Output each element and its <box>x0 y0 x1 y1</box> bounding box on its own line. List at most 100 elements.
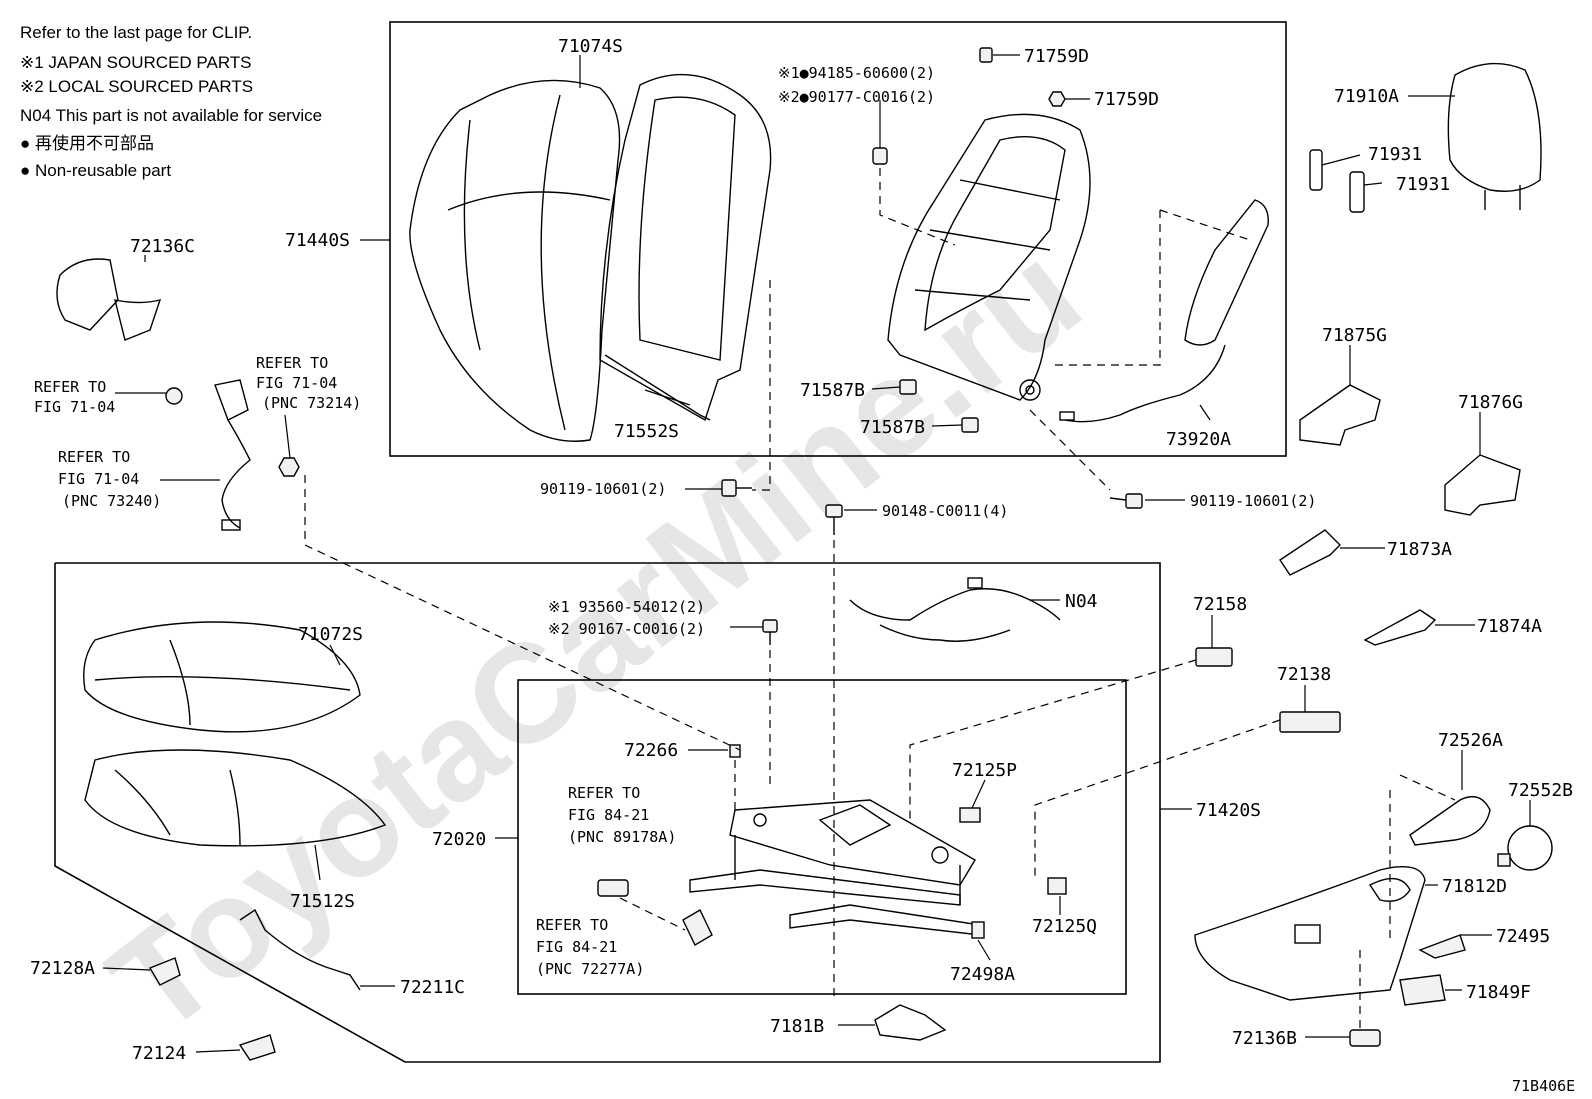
clip-71759D-b-part <box>1048 91 1066 107</box>
cover-72495-part <box>1418 934 1466 959</box>
seat-cushion-cover-part <box>83 621 361 733</box>
label-73920A: 73920A <box>1166 429 1231 450</box>
refer-3-line-1: REFER TO <box>58 448 130 466</box>
wire-harness-N04-part <box>849 577 1061 642</box>
refer-3-line-3: (PNC 73240) <box>62 492 161 510</box>
label-72128A: 72128A <box>30 958 95 979</box>
bolt-90148-part <box>825 504 843 535</box>
refer-4-line-2: FIG 84-21 <box>568 806 649 824</box>
label-71931-b: 71931 <box>1396 174 1450 195</box>
label-71587B-a: 71587B <box>800 380 865 401</box>
cover-71849F-part <box>1399 974 1446 1006</box>
clip-71587B-b-part <box>961 417 979 433</box>
label-72211C: 72211C <box>400 977 465 998</box>
seat-adjuster-part <box>689 799 981 936</box>
clip-72158-part <box>1195 647 1233 667</box>
figure-code: 71B406E <box>1512 1077 1575 1095</box>
side-shield-71812D-part <box>1194 866 1426 1001</box>
legend-nonreusable-en: ● Non-reusable part <box>20 161 171 180</box>
label-71876G: 71876G <box>1458 392 1523 413</box>
nut-refer1-part <box>165 387 183 405</box>
label-90148-C0011: 90148-C0011(4) <box>882 502 1008 520</box>
legend-nonreusable-jp: ● 再使用不可部品 <box>20 133 154 153</box>
refer-1-line-2: FIG 71-04 <box>34 398 115 416</box>
headrest-support-b-part <box>1349 171 1365 213</box>
refer-5-line-2: FIG 84-21 <box>536 938 617 956</box>
label-72125P: 72125P <box>952 760 1017 781</box>
clip-72498A-part <box>971 921 985 939</box>
cover-72136B-part <box>1349 1029 1381 1047</box>
refer-4-line-1: REFER TO <box>568 784 640 802</box>
bracket-71875G-part <box>1299 384 1381 446</box>
label-72125Q: 72125Q <box>1032 916 1097 937</box>
leader-lines <box>102 54 1531 1053</box>
refer-5-line-3: (PNC 72277A) <box>536 960 644 978</box>
refer-3-line-2: FIG 71-04 <box>58 470 139 488</box>
clip-72266-part <box>729 744 741 758</box>
refer-2-line-3: (PNC 73214) <box>262 394 361 412</box>
refer-5-line-1: REFER TO <box>536 916 608 934</box>
clip-71759D-a-part <box>979 47 993 63</box>
seatback-cover-part <box>409 79 621 442</box>
label-71759D-a: 71759D <box>1024 46 1089 67</box>
headrest-part <box>1447 62 1542 210</box>
label-90119-10601-b: 90119-10601(2) <box>1190 492 1316 510</box>
label-72158: 72158 <box>1193 594 1247 615</box>
label-72495: 72495 <box>1496 926 1550 947</box>
sensor-89178A-part <box>597 879 629 897</box>
knob-72526A-part <box>1409 796 1491 846</box>
label-71812D: 71812D <box>1442 876 1507 897</box>
label-72136C: 72136C <box>130 236 195 257</box>
watermark: ToyotaCarMine.ru <box>82 214 1108 1064</box>
cushion-group-box <box>54 562 1161 1063</box>
label-72498A: 72498A <box>950 964 1015 985</box>
bracket-72277A-part <box>682 909 713 946</box>
refer-4-line-3: (PNC 89178A) <box>568 828 676 846</box>
clip-72125P-part <box>959 807 981 823</box>
label-71873A: 71873A <box>1387 539 1452 560</box>
seatback-pad-part <box>599 73 772 422</box>
seatback-group-box <box>389 21 1287 457</box>
bolt-90119-a-part <box>721 479 752 497</box>
label-71512S: 71512S <box>290 891 355 912</box>
label-72526A: 72526A <box>1438 730 1503 751</box>
label-71931-a: 71931 <box>1368 144 1422 165</box>
label-71759D-b: 71759D <box>1094 89 1159 110</box>
clip-71587B-a-part <box>899 379 917 395</box>
seatback-frame-part <box>887 113 1091 401</box>
label-71420S: 71420S <box>1196 800 1261 821</box>
label-N04: N04 <box>1065 591 1098 612</box>
label-71072S: 71072S <box>298 624 363 645</box>
clip-72138-part <box>1279 711 1341 733</box>
label-90119-10601-a: 90119-10601(2) <box>540 480 666 498</box>
assembly-lines <box>304 168 1456 1030</box>
label-90177-C0016: ※2●90177-C0016(2) <box>778 88 935 106</box>
bracket-72124-part <box>238 1034 276 1061</box>
refer-2-line-1: REFER TO <box>256 354 328 372</box>
adjuster-group-box <box>517 679 1127 995</box>
label-71587B-b: 71587B <box>860 417 925 438</box>
clip-72125Q-part <box>1047 877 1067 895</box>
legend-mark-1: ※1 JAPAN SOURCED PARTS <box>20 53 252 72</box>
label-93560-54012: ※1 93560-54012(2) <box>548 598 705 616</box>
label-71910A: 71910A <box>1334 86 1399 107</box>
label-72552B: 72552B <box>1508 780 1573 801</box>
bracket-72128A-part <box>148 957 181 986</box>
bracket-71873A-part <box>1279 529 1341 576</box>
refer-1-line-1: REFER TO <box>34 378 106 396</box>
nut-refer2-part <box>278 457 300 477</box>
label-94185-60600: ※1●94185-60600(2) <box>778 64 935 82</box>
bracket-71876G-part <box>1444 454 1521 516</box>
cap-72552B-part <box>1497 825 1553 871</box>
label-72124: 72124 <box>132 1043 186 1064</box>
legend-clip-note: Refer to the last page for CLIP. <box>20 23 252 42</box>
bolt-90119-b-part <box>1109 493 1143 509</box>
label-72020: 72020 <box>432 829 486 850</box>
nut-94185-part <box>872 147 888 165</box>
legend-mark-2: ※2 LOCAL SOURCED PARTS <box>20 77 253 96</box>
label-71074S: 71074S <box>558 36 623 57</box>
seatbelt-buckle-part <box>214 379 251 531</box>
seat-cushion-pad-part <box>84 749 387 847</box>
label-71874A: 71874A <box>1477 616 1542 637</box>
